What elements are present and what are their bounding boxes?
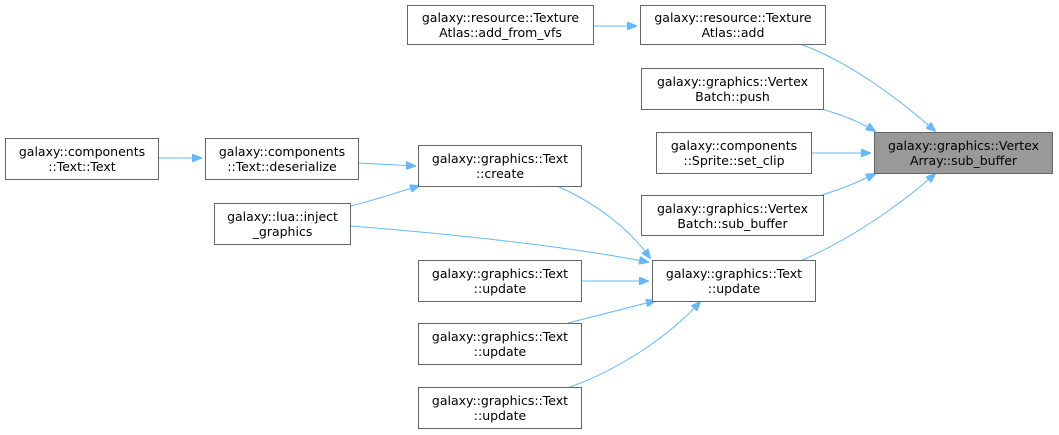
node-text-update-main[interactable]: galaxy::graphics::Text ::update: [652, 260, 816, 302]
edge-vbatch-sub-buffer-to-target: [821, 174, 875, 196]
node-label-line2: ::update: [473, 408, 527, 423]
node-label-line2: ::update: [707, 281, 761, 296]
edge-atlas-add-to-target: [799, 43, 935, 131]
edge-text-update-b-to-text-update-main: [567, 301, 655, 324]
node-text-update-b[interactable]: galaxy::graphics::Text ::update: [418, 323, 582, 365]
node-label-line1: galaxy::resource::Texture: [654, 10, 812, 25]
node-label-line2: Array::sub_buffer: [909, 153, 1018, 168]
node-vertex-batch-push[interactable]: galaxy::graphics::Vertex Batch::push: [641, 68, 824, 110]
node-label-line1: galaxy::graphics::Text: [665, 266, 803, 281]
node-text-update-c[interactable]: galaxy::graphics::Text ::update: [418, 387, 582, 429]
node-label-line2: Batch::sub_buffer: [677, 215, 788, 231]
node-label-line1: galaxy::graphics::Vertex: [887, 138, 1040, 153]
node-label-line2: Batch::push: [695, 89, 770, 104]
node-label-line1: galaxy::graphics::Vertex: [656, 74, 809, 89]
node-text-create[interactable]: galaxy::graphics::Text ::create: [418, 145, 582, 187]
node-components-text-ctor[interactable]: galaxy::components ::Text::Text: [5, 138, 159, 180]
node-lua-inject-graphics[interactable]: galaxy::lua::inject _graphics: [214, 203, 351, 245]
edge-text-update-c-to-text-update-main: [566, 302, 700, 389]
node-label-line2: ::update: [473, 281, 527, 296]
node-vertex-batch-sub-buffer[interactable]: galaxy::graphics::Vertex Batch::sub_buff…: [641, 195, 824, 236]
edge-lua-inject-to-text-create: [350, 186, 419, 207]
node-label-line1: galaxy::graphics::Vertex: [656, 200, 809, 216]
node-label-line2: ::update: [473, 344, 527, 359]
node-label-line1: galaxy::graphics::Text: [431, 266, 569, 281]
node-label-line1: galaxy::components: [670, 138, 798, 153]
edge-lua-inject-to-text-update-main: [350, 225, 648, 262]
node-text-update-a[interactable]: galaxy::graphics::Text ::update: [418, 260, 582, 302]
node-label-line1: galaxy::components: [18, 144, 146, 159]
node-label-line2: ::Text::Text: [48, 159, 116, 174]
node-label-line1: galaxy::graphics::Text: [431, 329, 569, 344]
node-texture-atlas-add-from-vfs[interactable]: galaxy::resource::Texture Atlas::add_fro…: [407, 5, 594, 45]
node-vertex-array-sub-buffer: galaxy::graphics::Vertex Array::sub_buff…: [874, 132, 1053, 174]
node-label-line2: Atlas::add_from_vfs: [439, 25, 562, 40]
node-texture-atlas-add[interactable]: galaxy::resource::Texture Atlas::add: [640, 5, 826, 45]
node-label-line2: ::create: [475, 166, 525, 181]
edge-text-create-to-text-update-main: [554, 184, 650, 258]
node-sprite-set-clip[interactable]: galaxy::components ::Sprite::set_clip: [656, 132, 812, 174]
edge-comp-text-deserialize-to-text-create: [358, 163, 415, 166]
node-label-line2: ::Sprite::set_clip: [683, 153, 785, 168]
node-label-line2: Atlas::add: [701, 25, 765, 40]
node-label-line2: ::Text::deserialize: [227, 159, 337, 174]
node-label-line1: galaxy::components: [218, 144, 346, 159]
node-label-line1: galaxy::graphics::Text: [431, 393, 569, 408]
node-label-line2: _graphics: [252, 224, 313, 239]
node-label-line1: galaxy::lua::inject: [227, 209, 338, 224]
edge-vbatch-push-to-target: [821, 108, 875, 131]
node-label-line1: galaxy::resource::Texture: [421, 10, 580, 25]
node-label-line1: galaxy::graphics::Text: [431, 151, 569, 166]
edge-text-update-main-to-target: [799, 174, 935, 262]
node-components-text-deserialize[interactable]: galaxy::components ::Text::deserialize: [205, 138, 359, 180]
